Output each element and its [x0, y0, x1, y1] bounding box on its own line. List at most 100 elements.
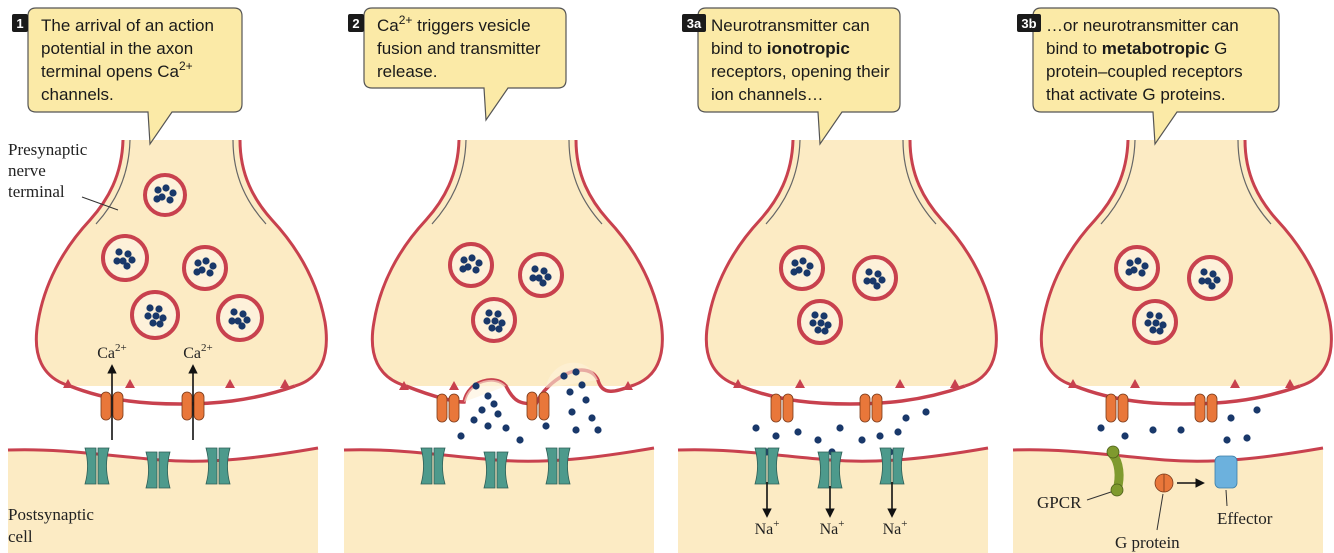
neurotransmitter-molecule: [166, 196, 174, 204]
active-zone-marker: [399, 381, 409, 390]
neurotransmitter-molecule: [228, 317, 236, 325]
presynaptic-label-line: terminal: [8, 182, 65, 201]
neurotransmitter-molecule: [799, 257, 807, 265]
neurotransmitter-molecule: [162, 184, 170, 192]
neurotransmitter-molecule: [922, 408, 930, 416]
neurotransmitter-molecule: [494, 310, 502, 318]
neurotransmitter-molecule: [128, 256, 136, 264]
neurotransmitter-molecule: [1146, 311, 1154, 319]
receptor-subunit: [483, 451, 496, 489]
neurotransmitter-molecule: [876, 432, 884, 440]
receptor-subunit: [145, 451, 158, 489]
neurotransmitter-molecule: [459, 265, 467, 273]
neurotransmitter-molecule: [124, 250, 132, 258]
step-badge-label: 1: [16, 16, 23, 31]
gpcr-leader-line: [1086, 491, 1112, 501]
g-protein-leader-line: [1156, 493, 1164, 531]
active-zone-marker: [280, 379, 290, 388]
neurotransmitter-molecule: [1159, 321, 1167, 329]
neurotransmitter-molecule: [873, 282, 881, 290]
presynaptic-membrane-right: [238, 139, 328, 388]
neurotransmitter-molecule: [1121, 432, 1129, 440]
receptor-subunit: [218, 447, 231, 485]
vesicle-membrane: [1187, 255, 1233, 301]
neurotransmitter-molecule: [572, 368, 580, 376]
neurotransmitter-molecule: [460, 256, 468, 264]
neurotransmitter-molecule: [794, 428, 802, 436]
presynaptic-membrane-right: [1243, 139, 1333, 388]
vesicle-membrane: [518, 252, 564, 298]
channel-subunit: [859, 393, 871, 423]
neurotransmitter-molecule: [239, 310, 247, 318]
callout-text-line: Ca2+ triggers vesicle: [377, 13, 531, 35]
ion-charge: +: [773, 518, 779, 530]
neurotransmitter-molecule: [1209, 270, 1217, 278]
postsynaptic-cell: [8, 448, 318, 553]
callout-text-line: …or neurotransmitter can: [1046, 16, 1239, 35]
superscript: 2+: [399, 13, 413, 27]
callout-text-line: release.: [377, 62, 437, 81]
neurotransmitter-molecule: [1227, 414, 1235, 422]
neurotransmitter-molecule: [594, 426, 602, 434]
channel-subunit: [1194, 393, 1206, 423]
neurotransmitter-molecule: [516, 436, 524, 444]
step-badge: [348, 14, 364, 32]
calcium-channel: [859, 393, 883, 423]
neurotransmitter-molecule: [1149, 326, 1157, 334]
calcium-channel: [1105, 393, 1129, 423]
presynaptic-terminal: [706, 140, 997, 386]
synaptic-vesicle: [182, 245, 228, 291]
neurotransmitter-molecule: [169, 189, 177, 197]
neurotransmitter-molecule: [1177, 426, 1185, 434]
active-zone-marker: [733, 379, 743, 388]
step-badge: [682, 14, 706, 32]
receptor-subunit: [558, 447, 571, 485]
neurotransmitter-molecule: [588, 414, 596, 422]
channel-subunit: [1206, 393, 1218, 423]
neurotransmitter-molecule: [540, 267, 548, 275]
ionotropic-receptor: [420, 447, 446, 485]
neurotransmitter-molecule: [869, 277, 877, 285]
neurotransmitter-molecule: [858, 436, 866, 444]
receptor-subunit: [767, 447, 780, 485]
presynaptic-membrane-left: [1039, 139, 1130, 388]
postsynaptic-membrane: [343, 446, 655, 463]
postsynaptic-cell: [344, 448, 654, 553]
sodium-ion-label: Na+: [755, 518, 780, 538]
synaptic-vesicle: [1114, 245, 1160, 291]
neurotransmitter-molecule: [194, 259, 202, 267]
neurotransmitter-molecule: [865, 268, 873, 276]
synaptic-vesicle: [852, 255, 898, 301]
ionotropic-receptor: [145, 451, 171, 489]
gpcr-receptor-head: [1106, 445, 1120, 459]
vesicle-membrane: [143, 173, 187, 217]
neurotransmitter-molecule: [154, 186, 162, 194]
neurotransmitter-molecule: [1152, 319, 1160, 327]
calcium-channel: [1194, 393, 1218, 423]
neurotransmitter-molecule: [146, 304, 154, 312]
receptor-subunit: [84, 447, 97, 485]
neurotransmitter-molecule: [490, 400, 498, 408]
text-segment: ion channels…: [711, 85, 823, 104]
neurotransmitter-molecule: [811, 311, 819, 319]
presynaptic-terminal: [36, 140, 327, 386]
active-zone-marker: [795, 379, 805, 388]
neurotransmitter-molecule: [1198, 277, 1206, 285]
neurotransmitter-molecule: [193, 268, 201, 276]
step-badge: [1017, 14, 1041, 32]
postsynaptic-membrane: [1012, 446, 1324, 463]
presynaptic-leader-line: [81, 196, 119, 211]
channel-subunit: [1105, 393, 1117, 423]
neurotransmitter-molecule: [1138, 269, 1146, 277]
neurotransmitter-molecule: [502, 424, 510, 432]
active-zone-marker: [1285, 379, 1295, 388]
sodium-ion-label: Na+: [820, 518, 845, 538]
neurotransmitter-molecule: [475, 259, 483, 267]
synaptic-vesicle: [471, 297, 517, 343]
receptor-subunit: [545, 447, 558, 485]
neurotransmitter-molecule: [152, 312, 160, 320]
text-segment: The arrival of an action: [41, 16, 214, 35]
receptor-subunit: [420, 447, 433, 485]
neurotransmitter-molecule: [153, 195, 161, 203]
